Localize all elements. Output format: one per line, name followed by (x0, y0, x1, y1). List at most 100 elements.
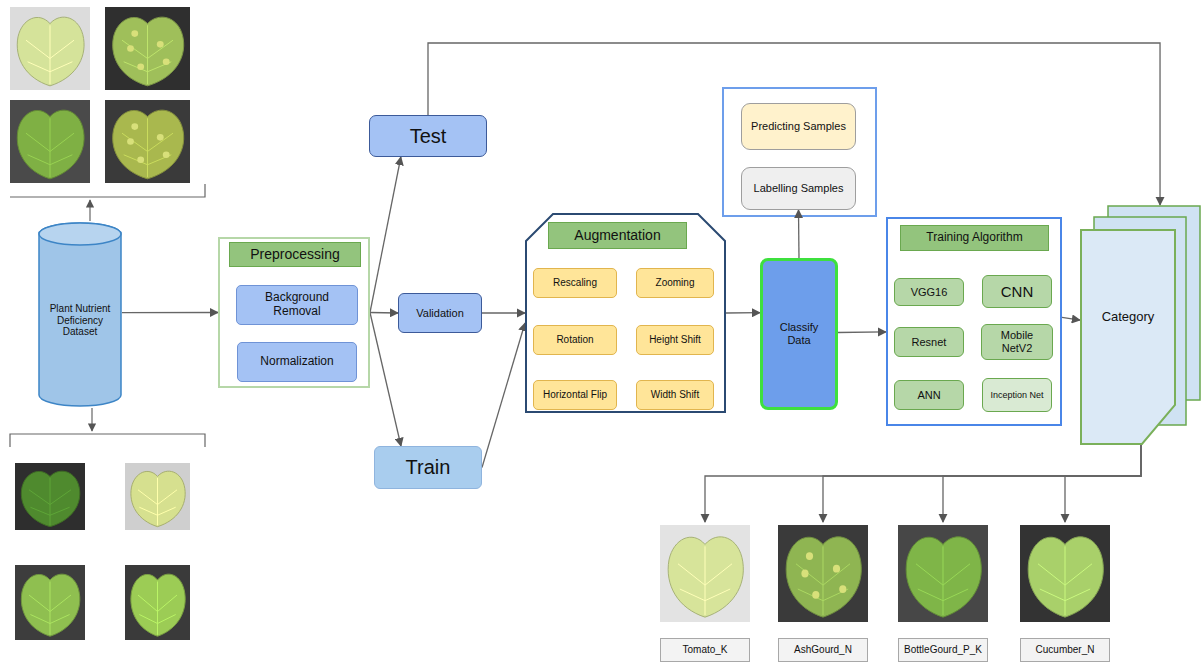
photo-ground (778, 525, 868, 622)
node-label: Rotation (556, 334, 593, 346)
node-label: Labelling Samples (754, 182, 844, 195)
bracket (10, 434, 205, 447)
bracket (10, 184, 205, 197)
flow-arrow (823, 445, 1141, 522)
flow-arrow (370, 312, 398, 314)
cylinder-label: Plant Nutrient Deficiency Dataset (42, 250, 118, 391)
photo-ground (10, 7, 90, 90)
node-label: Rescaling (553, 277, 597, 289)
node-label: Height Shift (649, 334, 701, 346)
node-label: AshGourd_N (794, 644, 852, 656)
split-box: Validation (398, 293, 482, 333)
node-label: Predicting Samples (751, 120, 846, 133)
option-box: Rescaling (533, 268, 617, 298)
leaf-picture (113, 17, 184, 86)
model-box: VGG16 (894, 278, 964, 306)
flow-arrow (798, 210, 800, 258)
photo-ground (1020, 525, 1110, 622)
node-label: BottleGourd_P_K (904, 644, 982, 656)
node-label: Inception Net (990, 390, 1043, 400)
sample-arrow (91, 408, 92, 431)
document-stack (1080, 205, 1202, 445)
flow-arrow (1062, 317, 1080, 320)
output-label: BottleGourd_P_K (898, 638, 988, 662)
leaf-photo (898, 525, 988, 622)
output-box: Tomato_K (660, 522, 750, 664)
model-box: Mobile NetV2 (981, 324, 1053, 360)
category-document: Category (1080, 205, 1202, 445)
leaf-picture (17, 110, 84, 179)
flow-arrow (482, 323, 525, 468)
output-box: Cucumber_N (1020, 522, 1110, 664)
node-label: Width Shift (651, 389, 699, 401)
flow-arrow (838, 331, 886, 333)
sample-arrow (89, 200, 90, 221)
node-label: Zooming (656, 277, 695, 289)
output-label: Cucumber_N (1020, 638, 1110, 662)
photo-ground (105, 7, 190, 90)
node-label: VGG16 (911, 286, 948, 299)
sample-box: Predicting Samples (741, 103, 856, 150)
node-label: Cucumber_N (1036, 644, 1095, 656)
leaf-picture (668, 537, 743, 617)
photo-ground (105, 100, 190, 183)
output-label: Tomato_K (660, 638, 750, 662)
leaf-picture (906, 537, 981, 617)
node-label: Training Algorithm (926, 231, 1022, 245)
flow-arrow (122, 312, 218, 313)
option-box: Zooming (636, 268, 714, 298)
node-label: Horizontal Flip (543, 389, 607, 401)
cylinder-shape (38, 222, 122, 407)
option-box: Rotation (533, 325, 617, 355)
node-label: Mobile NetV2 (986, 329, 1048, 354)
group-heading: Preprocessing (229, 242, 361, 267)
leaf-picture (21, 574, 79, 636)
node-label: Train (406, 456, 451, 479)
process-box: Normalization (237, 342, 357, 382)
model-box: CNN (982, 275, 1052, 308)
sample-frame (723, 88, 876, 216)
document-label: Category (1082, 235, 1174, 400)
node-label: Classify Data (767, 321, 831, 346)
leaf-picture (131, 471, 185, 526)
dataset-cylinder: Plant Nutrient Deficiency Dataset (38, 222, 122, 407)
node-label: Plant Nutrient Deficiency Dataset (42, 303, 118, 338)
model-box: Inception Net (982, 378, 1052, 412)
photo-ground (898, 525, 988, 622)
node-label: Normalization (260, 355, 333, 369)
split-box: Test (369, 115, 487, 157)
node-label: Resnet (912, 336, 947, 349)
leaf-picture (1028, 537, 1103, 617)
node-label: Category (1102, 310, 1155, 325)
node-label: Tomato_K (682, 644, 727, 656)
leaf-picture (17, 17, 84, 86)
option-box: Width Shift (636, 380, 714, 410)
node-label: Augmentation (574, 227, 660, 243)
photo-ground (660, 525, 750, 622)
photo-ground (15, 565, 85, 640)
leaf-photo (660, 525, 750, 622)
flow-arrow (482, 312, 525, 313)
node-label: Preprocessing (250, 246, 340, 262)
option-box: Horizontal Flip (533, 380, 617, 410)
leaf-picture (113, 110, 184, 179)
process-box: Background Removal (236, 285, 358, 325)
flow-arrow (1065, 445, 1141, 522)
leaf-picture (786, 537, 861, 617)
leaf-photo (778, 525, 868, 622)
node-label: Background Removal (241, 291, 353, 319)
flow-arrow (370, 313, 401, 447)
photo-ground (125, 565, 190, 640)
photo-ground (15, 463, 85, 530)
option-box: Height Shift (636, 325, 714, 355)
node-label: Test (410, 125, 447, 148)
flow-arrow (705, 445, 1141, 522)
output-box: AshGourd_N (778, 522, 868, 664)
flow-arrow (943, 445, 1141, 522)
augmentation-group: Rescaling ZoomingRotation Height ShiftHori… (525, 213, 726, 413)
model-box: ANN (894, 380, 964, 410)
flow-arrow (726, 312, 760, 314)
node-label: ANN (917, 389, 940, 402)
model-box: Resnet (894, 327, 964, 357)
flow-arrow (370, 157, 401, 313)
